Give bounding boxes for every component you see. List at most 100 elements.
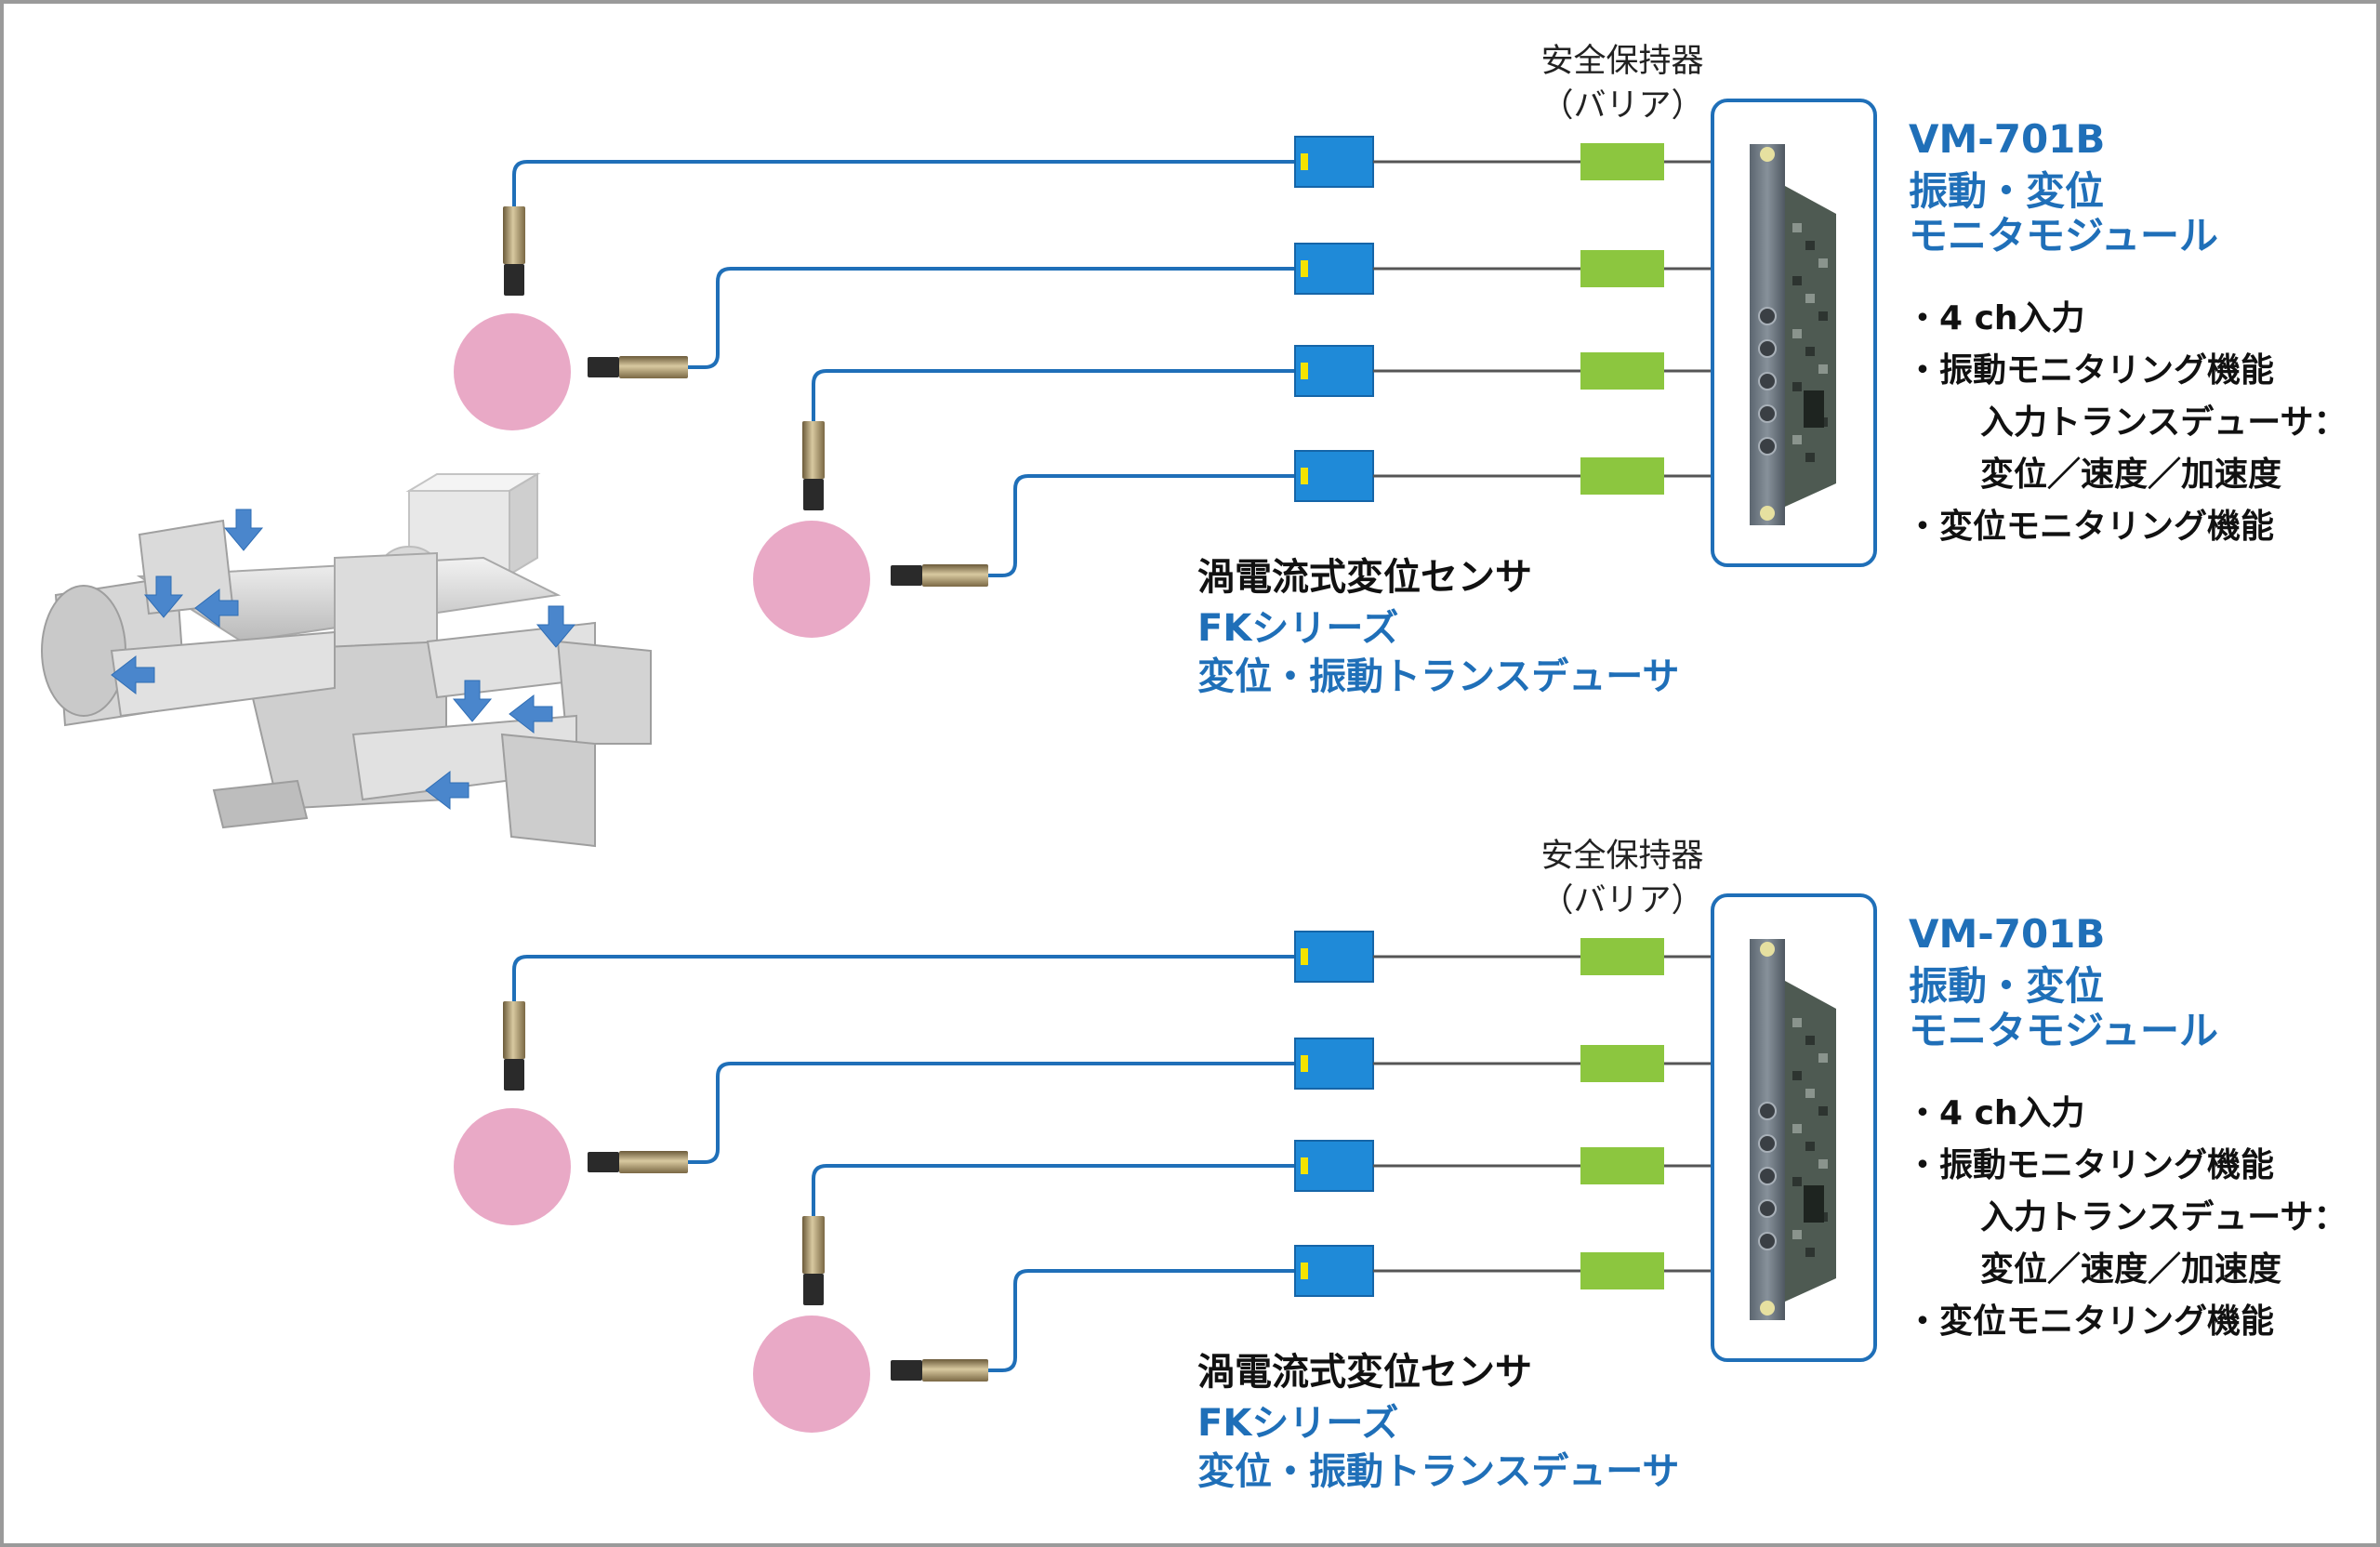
transducer-series: FKシリーズ xyxy=(1197,1402,1399,1445)
shaft-circle xyxy=(454,313,571,430)
pcb-component xyxy=(1805,1248,1815,1257)
eddy-current-probe xyxy=(802,1216,825,1274)
pcb-component xyxy=(1805,1036,1815,1045)
barrier-label: 安全保持器 xyxy=(1540,838,1704,875)
module-screw xyxy=(1760,942,1775,957)
transducer-indicator xyxy=(1301,1055,1308,1072)
safety-barrier xyxy=(1580,938,1664,975)
module-spec: ・4 ch入力 xyxy=(1906,299,2085,337)
eddy-current-probe xyxy=(503,206,525,264)
pcb-component xyxy=(1805,1142,1815,1151)
transducer-indicator xyxy=(1301,1263,1308,1279)
eddy-current-probe xyxy=(922,1359,988,1382)
compressor-illustration xyxy=(41,472,652,848)
sensor-title: 渦電流式変位センサ xyxy=(1197,556,1532,599)
module-faceplate xyxy=(1750,939,1785,1320)
module-spec: 変位／速度／加速度 xyxy=(1980,456,2282,494)
transducer-indicator xyxy=(1301,468,1308,484)
sensor-cable xyxy=(812,1164,1295,1216)
bnc-connector xyxy=(1758,1199,1777,1218)
module-screw xyxy=(1760,506,1775,521)
transducer-description: 変位・振動トランスデューサ xyxy=(1197,655,1680,698)
pcb-component xyxy=(1805,294,1815,303)
bnc-connector xyxy=(1758,1102,1777,1120)
bnc-connector xyxy=(1758,307,1777,325)
safety-barrier xyxy=(1580,250,1664,287)
pcb-component xyxy=(1805,241,1815,250)
module-spec: 変位／速度／加速度 xyxy=(1980,1250,2282,1289)
module-name-line1: 振動・変位 xyxy=(1909,963,2105,1009)
sensor-cable xyxy=(988,474,1295,577)
bnc-connector xyxy=(1758,437,1777,456)
pcb-chip xyxy=(1804,390,1824,428)
bnc-connector xyxy=(1758,1167,1777,1185)
pcb-component xyxy=(1792,276,1802,285)
pcb-component xyxy=(1818,364,1828,374)
probe-tip xyxy=(504,1059,524,1091)
pcb-component xyxy=(1792,382,1802,391)
safety-barrier xyxy=(1580,352,1664,390)
bnc-connector xyxy=(1758,404,1777,423)
sensor-cable xyxy=(688,1062,1295,1164)
module-screw xyxy=(1760,1301,1775,1316)
module-name-line2: モニタモジュール xyxy=(1909,1008,2219,1053)
system-2 xyxy=(454,893,1877,1433)
probe-tip xyxy=(891,565,922,586)
transducer-indicator xyxy=(1301,363,1308,379)
pcb-component xyxy=(1792,1018,1802,1027)
sensor-cable xyxy=(512,955,1295,1001)
sensor-cable xyxy=(812,369,1295,421)
module-name-line1: 振動・変位 xyxy=(1909,168,2105,214)
module-faceplate xyxy=(1750,144,1785,525)
bnc-connector xyxy=(1758,1134,1777,1153)
sensor-cable xyxy=(988,1269,1295,1372)
pcb-component xyxy=(1818,311,1828,321)
transducer-description: 変位・振動トランスデューサ xyxy=(1197,1450,1680,1493)
sensor-title: 渦電流式変位センサ xyxy=(1197,1351,1532,1394)
sensor-cable xyxy=(688,267,1295,369)
safety-barrier xyxy=(1580,1147,1664,1184)
pcb-component xyxy=(1818,1159,1828,1169)
module-spec: ・振動モニタリング機能 xyxy=(1906,351,2275,390)
safety-barrier xyxy=(1580,143,1664,180)
probe-tip xyxy=(803,479,824,510)
eddy-current-probe xyxy=(619,1151,688,1173)
pcb-component xyxy=(1805,1089,1815,1098)
safety-barrier xyxy=(1580,1252,1664,1289)
probe-tip xyxy=(891,1360,922,1381)
pcb-chip xyxy=(1804,1185,1824,1223)
probe-tip xyxy=(588,357,619,377)
module-model: VM-701B xyxy=(1909,911,2106,957)
bnc-connector xyxy=(1758,339,1777,358)
pcb-component xyxy=(1792,223,1802,232)
system-1 xyxy=(454,99,1877,638)
module-name-line2: モニタモジュール xyxy=(1909,213,2219,258)
eddy-current-probe xyxy=(503,1001,525,1059)
shaft-circle xyxy=(753,521,870,638)
shaft-circle xyxy=(753,1316,870,1433)
bnc-connector xyxy=(1758,1232,1777,1250)
module-spec: ・変位モニタリング機能 xyxy=(1906,508,2275,546)
probe-tip xyxy=(803,1274,824,1305)
probe-tip xyxy=(504,264,524,296)
module-spec: 入力トランスデューサ： xyxy=(1980,1198,2347,1236)
safety-barrier xyxy=(1580,1045,1664,1082)
module-spec: ・4 ch入力 xyxy=(1906,1094,2085,1132)
transducer-indicator xyxy=(1301,260,1308,277)
pcb-component xyxy=(1792,329,1802,338)
module-model: VM-701B xyxy=(1909,116,2106,162)
transducer-series: FKシリーズ xyxy=(1197,607,1399,650)
pcb-component xyxy=(1792,1124,1802,1133)
pcb-component xyxy=(1818,258,1828,268)
pcb-component xyxy=(1792,1071,1802,1080)
safety-barrier xyxy=(1580,457,1664,495)
eddy-current-probe xyxy=(619,356,688,378)
pcb-component xyxy=(1818,1053,1828,1063)
transducer-indicator xyxy=(1301,948,1308,965)
barrier-label: （バリア） xyxy=(1540,87,1704,125)
module-spec: ・振動モニタリング機能 xyxy=(1906,1146,2275,1184)
barrier-label: 安全保持器 xyxy=(1540,43,1704,80)
pcb-component xyxy=(1805,453,1815,462)
eddy-current-probe xyxy=(802,421,825,479)
pcb-component xyxy=(1792,1230,1802,1239)
